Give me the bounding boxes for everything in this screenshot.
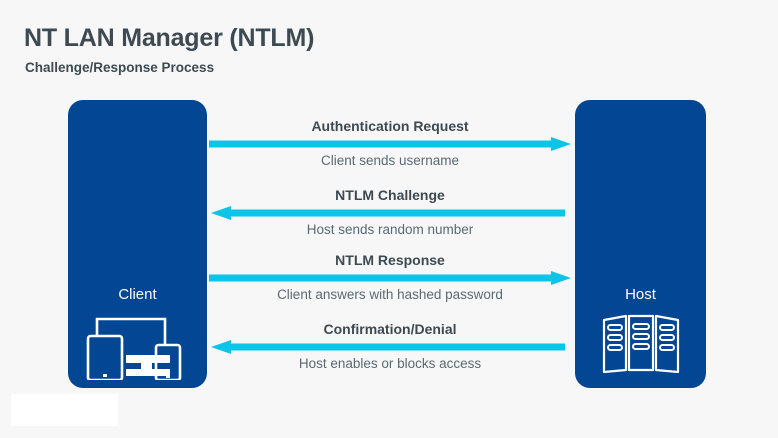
arrow-right-icon (207, 137, 573, 151)
client-label: Client (118, 286, 157, 303)
server-rack-icon (601, 314, 681, 381)
page-title: NT LAN Manager (NTLM) (24, 24, 315, 52)
host-node: Host (575, 100, 706, 388)
message-title: Confirmation/Denial (323, 321, 457, 337)
devices-icon (86, 314, 190, 385)
message-caption: Host enables or blocks access (298, 356, 482, 371)
message-caption: Client sends username (320, 153, 460, 168)
message-title: NTLM Response (335, 252, 445, 268)
page-subtitle: Challenge/Response Process (25, 60, 215, 75)
message-title: NTLM Challenge (335, 187, 445, 203)
host-label: Host (625, 286, 656, 303)
message-title: Authentication Request (311, 118, 469, 134)
arrow-left-icon (207, 340, 573, 354)
message-caption: Client answers with hashed password (277, 287, 503, 302)
arrow-right-icon (207, 271, 573, 285)
message-caption: Host sends random number (306, 222, 474, 237)
arrow-left-icon (207, 206, 573, 220)
redacted-block (11, 394, 118, 426)
client-node: Client (68, 100, 207, 388)
